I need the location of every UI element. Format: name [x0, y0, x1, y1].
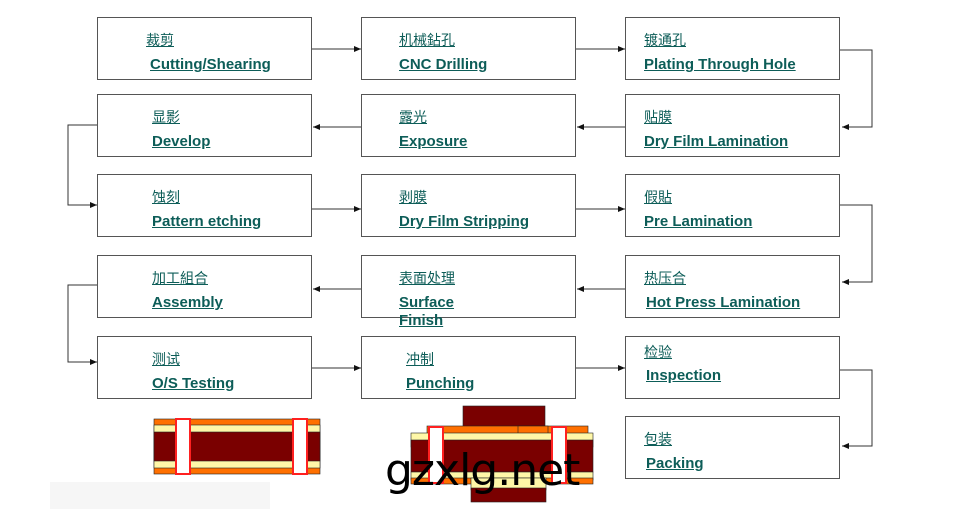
step-box-dry-film-stripping: 剥膜 Dry Film Stripping — [361, 174, 576, 237]
arrow-head-icon — [313, 286, 320, 292]
arrow-head-icon — [313, 124, 320, 130]
step-label-en: Dry Film Stripping — [399, 213, 530, 230]
arrow-head-icon — [842, 443, 849, 449]
step-label-en: Dry Film Lamination — [644, 133, 789, 150]
step-label-en: Pre Lamination — [644, 213, 753, 230]
faded-area — [50, 482, 270, 509]
step-label-en: Exposure — [399, 133, 468, 150]
step-label-en: Surface Finish — [399, 294, 455, 329]
plated-hole — [292, 418, 308, 475]
step-box-develop: 显影 Develop — [97, 94, 312, 157]
step-label-cn: 镀通孔 — [644, 33, 686, 49]
arrow-head-icon — [618, 206, 625, 212]
step-box-assembly: 加工組合 Assembly — [97, 255, 312, 318]
step-label-en: Pattern etching — [152, 213, 262, 230]
connector-line — [840, 49, 873, 128]
outer-copper-layer — [462, 405, 546, 429]
step-box-pattern-etching: 蚀刻 Pattern etching — [97, 174, 312, 237]
arrow-head-icon — [354, 206, 361, 212]
connector-line — [67, 124, 97, 206]
step-box-hot-press-lamination: 热压合 Hot Press Lamination — [625, 255, 840, 318]
connector-line — [840, 369, 873, 447]
step-label-cn: 露光 — [399, 110, 427, 126]
step-label-cn: 包装 — [644, 432, 672, 448]
step-box-surface-finish: 表面处理 Surface Finish — [361, 255, 576, 329]
step-label-cn: 冲制 — [406, 352, 434, 368]
connector-line — [840, 204, 873, 283]
step-label-cn: 假貼 — [644, 190, 672, 206]
arrow-head-icon — [354, 46, 361, 52]
step-box-punching: 冲制 Punching — [361, 336, 576, 399]
step-label-cn: 贴膜 — [644, 110, 672, 126]
plated-hole — [175, 418, 191, 475]
arrow-head-icon — [577, 286, 584, 292]
step-label-en: Hot Press Lamination — [646, 294, 801, 311]
step-label-cn: 测试 — [152, 352, 180, 368]
arrow-head-icon — [577, 124, 584, 130]
step-label-cn: 加工組合 — [152, 271, 208, 287]
arrow-head-icon — [842, 124, 849, 130]
step-box-cutting-shearing: 裁剪 Cutting/Shearing — [97, 17, 312, 80]
arrow-head-icon — [842, 279, 849, 285]
step-label-en: Packing — [646, 455, 704, 472]
step-label-cn: 检验 — [644, 345, 672, 361]
outer-copper-layer — [470, 487, 547, 503]
step-label-en: Plating Through Hole — [644, 56, 796, 73]
connector-line — [67, 284, 97, 363]
plated-hole — [551, 426, 567, 484]
step-label-en: CNC Drilling — [399, 56, 488, 73]
step-label-en: Inspection — [646, 367, 722, 384]
step-label-cn: 显影 — [152, 110, 180, 126]
arrow-head-icon — [354, 365, 361, 371]
step-label-en: Cutting/Shearing — [150, 56, 271, 73]
step-label-cn: 蚀刻 — [152, 190, 180, 206]
step-box-packing: 包装 Packing — [625, 416, 840, 479]
step-box-o-s-testing: 测试 O/S Testing — [97, 336, 312, 399]
step-box-inspection: 检验 Inspection — [625, 336, 840, 399]
watermark: gzxlg.net — [385, 445, 580, 496]
step-label-en: Assembly — [152, 294, 223, 311]
step-label-cn: 剥膜 — [399, 190, 427, 206]
arrow-head-icon — [618, 46, 625, 52]
step-box-plating-through-hole: 镀通孔 Plating Through Hole — [625, 17, 840, 80]
step-box-cnc-drilling: 机械鉆孔 CNC Drilling — [361, 17, 576, 80]
step-label-cn: 表面处理 — [399, 271, 455, 287]
step-label-cn: 机械鉆孔 — [399, 33, 455, 49]
step-box-dry-film-lamination: 贴膜 Dry Film Lamination — [625, 94, 840, 157]
arrow-head-icon — [90, 202, 97, 208]
arrow-head-icon — [90, 359, 97, 365]
arrow-head-icon — [618, 365, 625, 371]
step-label-en: Develop — [152, 133, 211, 150]
step-box-pre-lamination: 假貼 Pre Lamination — [625, 174, 840, 237]
step-label-en: O/S Testing — [152, 375, 235, 392]
plated-hole — [428, 426, 444, 484]
step-label-en: Punching — [406, 375, 475, 392]
step-label-cn: 热压合 — [644, 271, 686, 287]
step-label-cn: 裁剪 — [146, 33, 174, 49]
step-box-exposure: 露光 Exposure — [361, 94, 576, 157]
